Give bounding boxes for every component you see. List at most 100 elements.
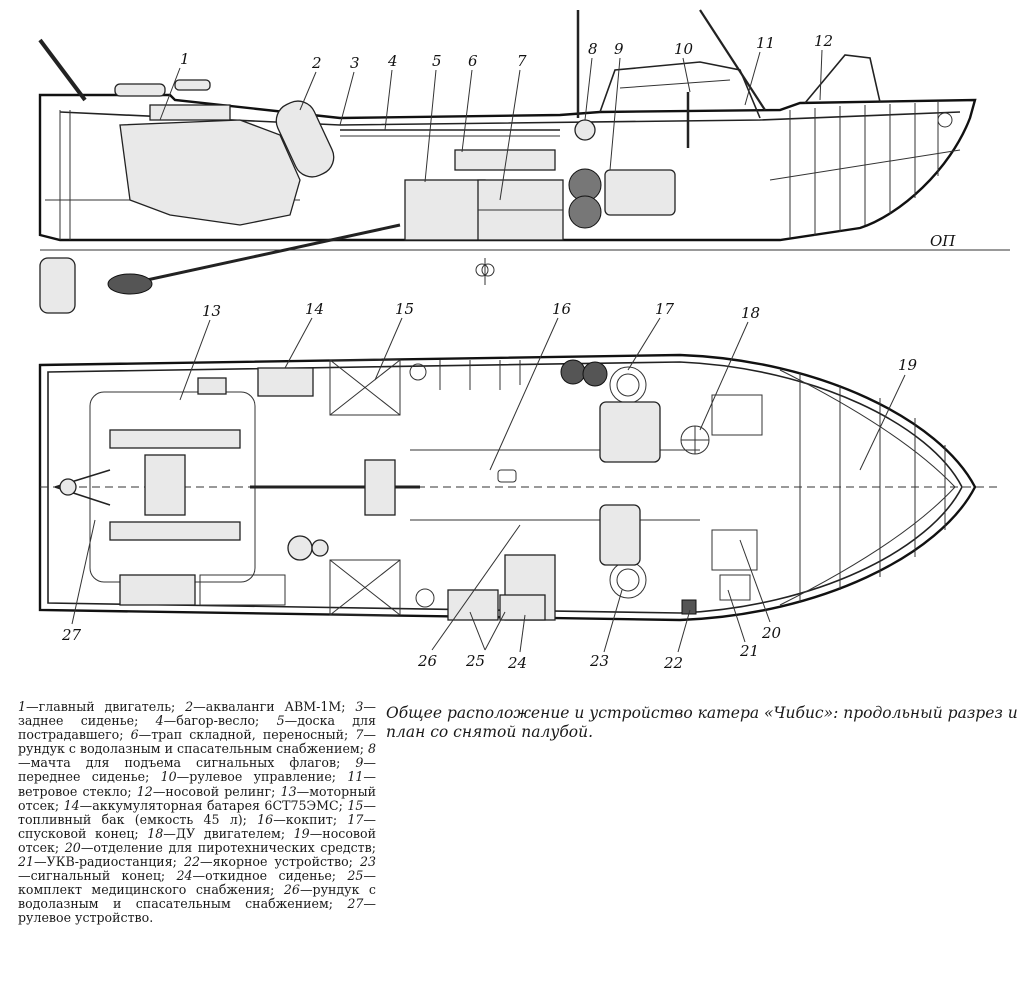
- legend-item-text: якорное устройство;: [212, 854, 353, 870]
- legend-item: 20—отделение для пиротехнических средств…: [64, 839, 376, 855]
- stern-fitting: [197, 377, 227, 395]
- callout-16: 16: [552, 300, 572, 318]
- legend-item-text: кокпит;: [285, 811, 338, 827]
- plan-view: [38, 353, 1000, 622]
- legend-item-text: мачта для подъема сигнальных флагов;: [30, 755, 341, 771]
- stern-locker-2: [199, 574, 286, 606]
- cockpit-hatch: [497, 469, 517, 483]
- boat-drawing-svg: 1 2 3 4 5 6 7 8 9 10 11 12 13 14 15 16 1…: [38, 9, 1010, 672]
- callout-10: 10: [674, 40, 694, 58]
- legend-item: 7—рундук с водолазным и спасательным сна…: [18, 727, 376, 757]
- legend-item-text: багор-весло;: [176, 713, 260, 729]
- legend-item-text: рундук с водолазным и спасательным снабж…: [18, 741, 364, 757]
- figure-caption: Общее расположение и устройство катера «…: [386, 704, 1018, 741]
- legend-item-text: доска для пострадавшего;: [18, 713, 376, 743]
- legend-item: 27—рулевое устройство.: [18, 896, 376, 926]
- leader-lines: [71, 49, 906, 653]
- legend-item: 4—багор-весло;: [155, 713, 260, 729]
- legend-item-number: 15: [347, 797, 364, 813]
- legend-item-number: 8: [367, 741, 376, 757]
- legend-item-text: топливный бак (емкость 45 л);: [18, 811, 247, 827]
- main-engine-profile: [119, 119, 301, 226]
- float-plan-1: [560, 359, 586, 385]
- keel-mark-2: [475, 263, 489, 277]
- legend-item: 13—моторный отсек;: [18, 783, 376, 813]
- legend-item: 2—акваланги АВМ-1М;: [185, 699, 346, 714]
- seat-plan-2: [599, 504, 641, 566]
- callout-1: 1: [180, 50, 190, 68]
- engine-cap: [174, 79, 211, 91]
- signal-line-coil-inner: [616, 568, 640, 592]
- vhf-radio: [719, 574, 751, 601]
- legend-item-text: трап складной, переносный;: [151, 727, 349, 743]
- legend-item: 1—главный двигатель;: [18, 699, 176, 714]
- legend-item-number: 22: [183, 854, 200, 870]
- deck-fitting-1: [409, 363, 427, 381]
- callout-27: 27: [61, 626, 82, 644]
- callout-20: 20: [761, 624, 782, 642]
- callout-2: 2: [311, 54, 322, 72]
- front-seat-profile: [604, 169, 676, 216]
- legend-item: 16—кокпит;: [257, 811, 338, 827]
- pyrotechnics-compartment: [711, 529, 758, 571]
- medical-kit-2: [499, 594, 546, 621]
- propeller-shaft: [109, 223, 401, 290]
- callout-11: 11: [756, 34, 775, 52]
- legend-item: 22—якорное устройство;: [183, 854, 353, 870]
- rudder-stock: [59, 478, 77, 496]
- legend-item-number: 10: [160, 769, 177, 785]
- legend-item: 17—спусковой конец;: [18, 811, 376, 841]
- legend-item: 6—трап складной, переносный;: [130, 727, 349, 743]
- legend-item-text: УКВ-радиостанция;: [46, 854, 177, 870]
- callout-3: 3: [350, 54, 360, 72]
- pump-2: [311, 539, 329, 557]
- cockpit-partitions: [439, 360, 521, 390]
- legend-item-number: 20: [64, 839, 81, 855]
- legend-item: 10—рулевое управление;: [160, 769, 337, 785]
- fuel-tank-2: [329, 559, 401, 616]
- pump: [287, 535, 313, 561]
- engine-cyl-1: [109, 429, 241, 449]
- legend-item-text: переднее сиденье;: [18, 769, 150, 785]
- legend-item: 21—УКВ-радиостанция;: [18, 854, 177, 870]
- windshield: [599, 61, 761, 119]
- stern-locker: [119, 574, 196, 606]
- legend-item: 3—заднее сиденье;: [18, 699, 376, 729]
- legend-item-number: 16: [257, 811, 274, 827]
- bow-railing: [804, 54, 881, 104]
- bow-locker: [711, 394, 763, 436]
- legend-item-number: 23: [359, 854, 376, 870]
- engine-block-plan: [144, 454, 186, 516]
- scuba-tanks-profile: [275, 100, 335, 178]
- legend-item-number: 18: [147, 825, 164, 841]
- legend-item: 18—ДУ двигателем;: [147, 825, 286, 841]
- callout-24: 24: [507, 654, 527, 672]
- legend-item-number: 9: [355, 755, 364, 771]
- victim-board: [404, 179, 486, 241]
- legend-item-text: ветровое стекло;: [18, 783, 132, 799]
- engine-cyl-2: [109, 521, 241, 541]
- legend-item: 8—мачта для подъема сигнальных флагов;: [18, 741, 376, 771]
- legend-item-number: 3: [355, 699, 364, 714]
- legend-item-text: сигнальный конец;: [30, 868, 166, 884]
- legend-item-text: отделение для пиротехнических средств;: [93, 839, 376, 855]
- callout-7: 7: [517, 52, 527, 70]
- callout-18: 18: [741, 304, 760, 322]
- legend-item-number: 12: [136, 783, 153, 799]
- callout-21: 21: [739, 642, 759, 660]
- callout-25: 25: [465, 652, 485, 670]
- legend-item-number: 26: [283, 882, 300, 898]
- legend-item-text: спусковой конец;: [18, 825, 139, 841]
- legend-item-number: 13: [280, 783, 297, 799]
- windshield-frame: [699, 9, 766, 111]
- hull-plan-outline: [38, 353, 977, 622]
- deck-fitting-2: [415, 588, 435, 608]
- keel-mark-1: [481, 263, 495, 277]
- fuel-tank-x2: [329, 359, 401, 416]
- bow-frames: [769, 102, 961, 238]
- engine-hatch: [114, 83, 166, 97]
- float-2: [568, 195, 602, 229]
- callout-19: 19: [898, 356, 918, 374]
- callout-15: 15: [395, 300, 414, 318]
- legend-item-number: 24: [176, 868, 193, 884]
